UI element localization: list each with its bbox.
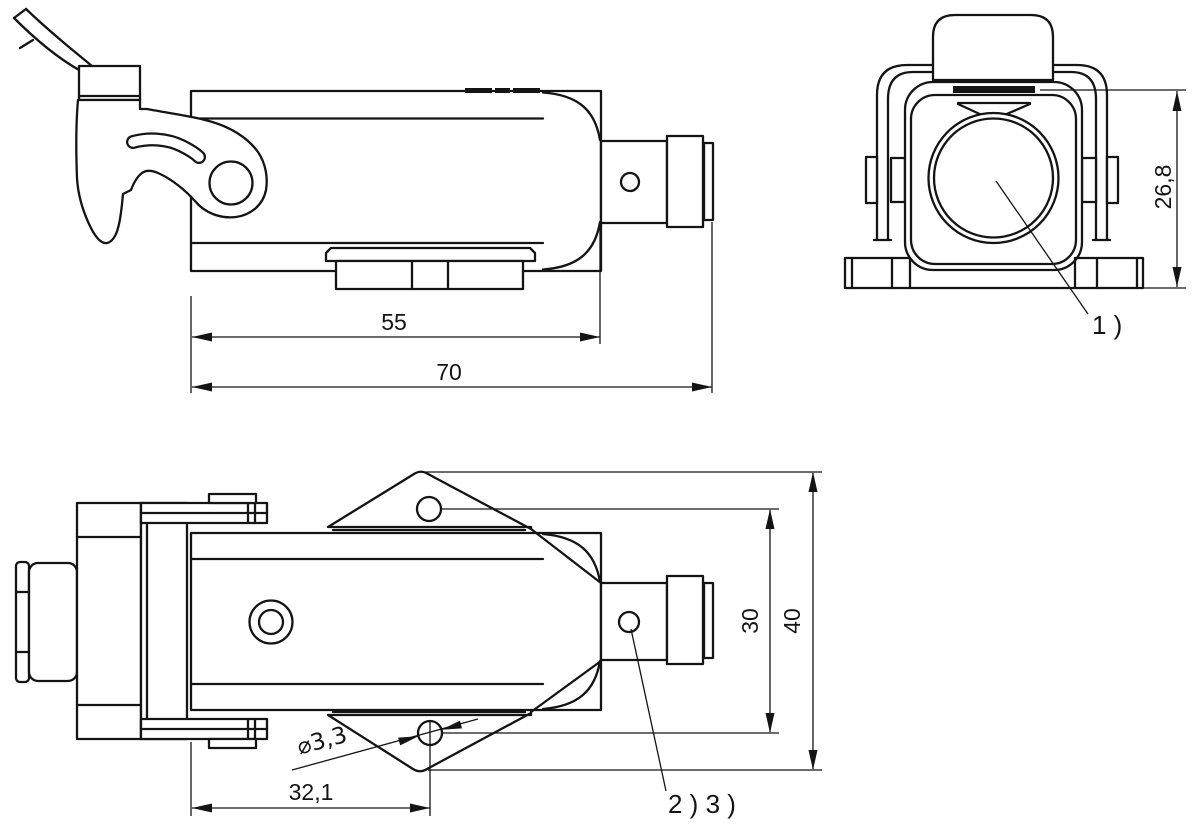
dim-26-8-label: 26,8 [1150,165,1176,210]
connector-hole-side [619,171,641,193]
arrowhead [808,472,818,492]
camera-head-top-view [14,492,269,750]
dim-32-1: 32,1 [190,722,431,816]
hook-slot [128,134,204,162]
label-plate [324,246,537,291]
leader-line [630,628,667,792]
wing-slope-lines [529,527,603,714]
connector-ring-side [665,134,705,229]
funnel-curve-bottom-b [541,659,602,711]
body-sleeve-lines [189,117,545,245]
base-plate [843,256,1145,290]
connector-rim-bottom [702,581,715,660]
dim-26-8: 26,8 [1040,89,1186,289]
leader-line [995,180,1089,315]
top-slot [953,86,1035,93]
bottom-view: 30 40 32,1 ⌀3,3 2 ) 3 ) [14,470,822,819]
body-sleeve-lines-bottom [189,557,545,686]
arrowhead [808,750,818,770]
funnel-curve-top [541,91,602,142]
arrowhead [398,736,419,746]
dim-30-label: 30 [737,608,763,634]
arrowhead [192,382,212,392]
callout-1: 1 ) [995,180,1122,340]
lens-cap [14,560,31,684]
connector-hole-bottom [617,610,641,634]
arrowhead [410,803,430,813]
dim-55: 55 [190,226,601,393]
dim-40: 40 [425,471,822,771]
head-block [75,501,143,741]
funnel-curve-top-b [541,532,602,584]
side-tab-left-inner [889,156,907,204]
hook-eye [208,160,254,206]
dim-55-label: 55 [381,309,407,335]
vent-ticks [465,88,540,93]
connector-rim-side [702,141,715,222]
dim-70-label: 70 [436,359,462,385]
wing-hole-top [415,495,443,523]
cable [12,7,94,72]
arrowhead [1172,267,1182,287]
mounting-hook [75,98,268,245]
device-face-front [909,93,1078,266]
arrowhead [441,720,462,730]
cable-gland [77,64,142,102]
lens-barrel [27,561,79,683]
dim-30: 30 [441,508,779,734]
arrowhead [580,332,600,342]
arrowhead [192,803,212,813]
side-tab-right-outer [1105,155,1120,205]
connector-ring-bottom [665,574,705,666]
front-view: 26,8 1 ) [843,13,1186,340]
dim-hole-diameter-label: ⌀3,3 [294,722,350,760]
arrowhead [692,382,712,392]
clamp-tab-top [207,492,258,505]
arrowhead [1172,91,1182,111]
body-hole-outer [248,599,294,645]
side-view: 55 70 [12,7,715,393]
side-tab-right-inner [1080,156,1098,204]
dim-32-1-label: 32,1 [289,779,334,805]
side-tab-left-outer [864,155,879,205]
arrowhead [765,509,775,529]
callout-2-3: 2 ) 3 ) [630,628,736,819]
dim-40-label: 40 [779,608,805,634]
lens-inner [932,117,1055,239]
callout-1-label: 1 ) [1092,310,1122,340]
callout-2-3-label: 2 ) 3 ) [668,789,736,819]
lens-outer [927,111,1060,245]
arrowhead [765,713,775,733]
clamp-tab-bottom [207,737,258,750]
cable-break-tick [18,38,35,50]
top-dome [931,13,1055,82]
arrowhead [192,332,212,342]
body-hole-inner [257,608,285,636]
funnel-curve-bottom [541,220,602,271]
dim-70: 70 [192,222,713,393]
